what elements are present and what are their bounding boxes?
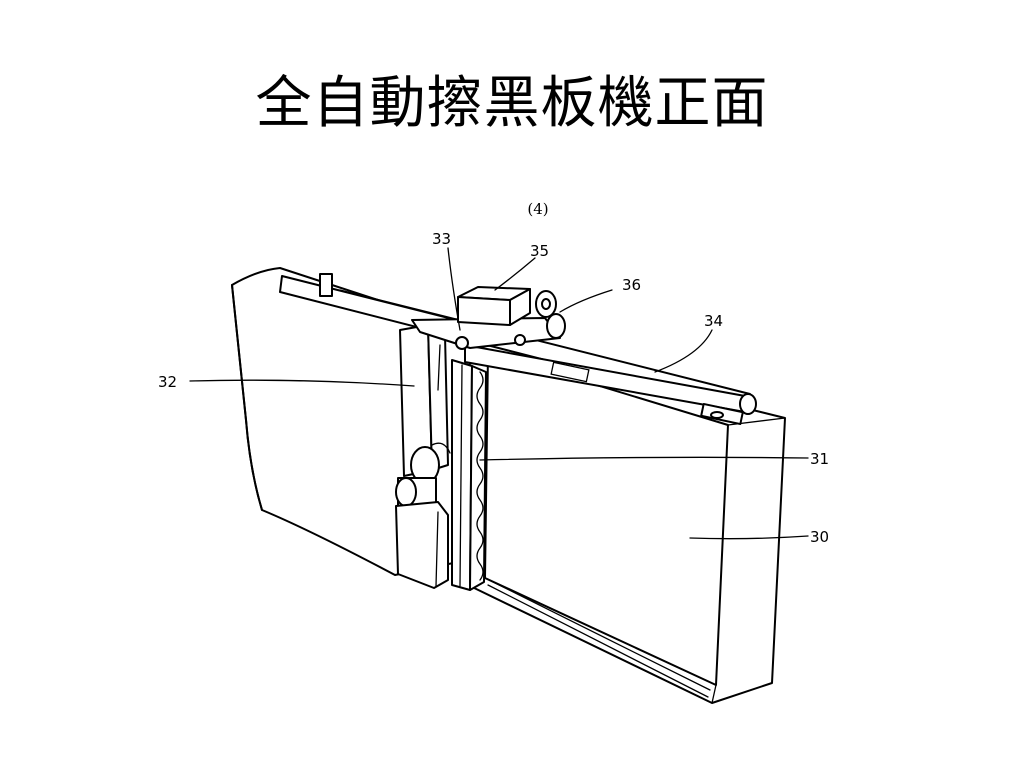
callout-31: 31 — [810, 450, 829, 468]
drive-motor — [395, 442, 451, 589]
leader-lines — [189, 247, 809, 540]
slide-title: 全自動擦黑板機正面 — [255, 71, 769, 136]
callout-32: 32 — [158, 373, 177, 391]
blackboard-frame — [467, 339, 786, 704]
motor-box — [457, 286, 531, 326]
eraser-track — [451, 359, 487, 591]
callout-34: 34 — [704, 312, 723, 330]
callout-33: 33 — [432, 230, 451, 248]
callout-30: 30 — [810, 528, 829, 546]
vertical-arm — [399, 324, 449, 477]
callout-36: 36 — [622, 276, 641, 294]
figure-number: (4) — [527, 200, 548, 218]
callout-35: 35 — [530, 242, 549, 260]
pulley-wheels — [535, 290, 566, 339]
